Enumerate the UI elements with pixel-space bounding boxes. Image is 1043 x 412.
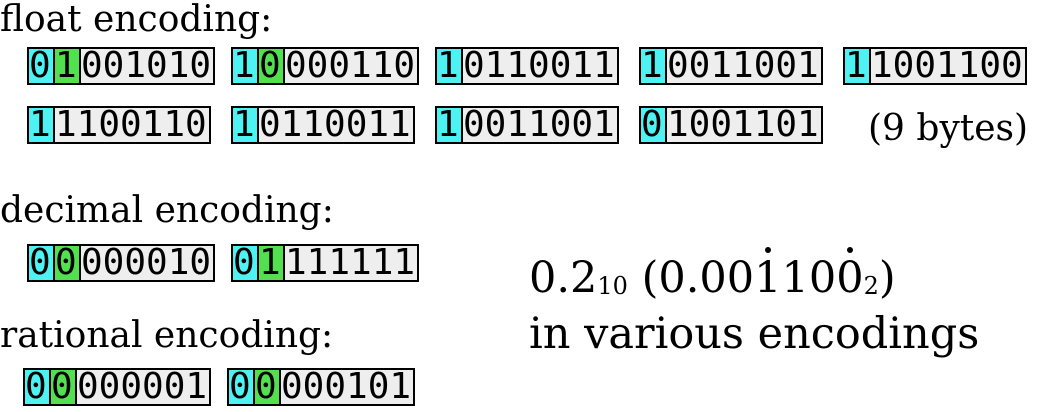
rational-encoding-heading: rational encoding: (0, 315, 334, 356)
rational-byte-2-data-bits: 000101 (279, 368, 415, 406)
decimal-byte-1-data-bits: 000010 (79, 244, 215, 282)
float-row1-byte-3-data-bits: 0110011 (461, 47, 619, 85)
rational-byte-2-sign-bits: 0 (227, 368, 255, 406)
rational-byte-1-flag-bits: 0 (49, 368, 77, 406)
float-row2-byte-2-data-bits: 0110011 (257, 106, 415, 144)
decimal-byte-1-sign-bits: 0 (27, 244, 55, 282)
caption-line-1: 0.210 (0.0011002) (529, 247, 979, 310)
repeat-start-digit: 1 (754, 247, 782, 303)
float-row1-byte-1-sign-bits: 0 (27, 47, 55, 85)
float-row1-byte-2-flag-bits: 0 (257, 47, 285, 85)
caption-base-2: 2 (863, 272, 879, 300)
rational-byte-1-data-bits: 000001 (75, 368, 211, 406)
float-row2-byte-4-sign-bits: 0 (639, 106, 667, 144)
float-size-note: (9 bytes) (868, 108, 1029, 149)
caption-value: 0.2 (529, 253, 598, 303)
decimal-encoding-heading: decimal encoding: (0, 190, 334, 231)
decimal-byte-2-flag-bits: 1 (257, 244, 285, 282)
float-row2-byte-3-data-bits: 0011001 (461, 106, 619, 144)
float-row1-byte-4-data-bits: 0011001 (665, 47, 823, 85)
caption-binary-middle: 10 (781, 253, 837, 303)
repeat-end-digit: 0 (836, 247, 864, 303)
float-row1-byte-3-sign-bits: 1 (435, 47, 463, 85)
caption: 0.210 (0.0011002) in various encodings (529, 247, 980, 359)
caption-binary-close: ) (878, 253, 896, 303)
decimal-byte-2-sign-bits: 0 (231, 244, 259, 282)
float-row1-byte-2-data-bits: 000110 (283, 47, 419, 85)
float-row2-byte-1-data-bits: 1100110 (53, 106, 211, 144)
float-row2-byte-3-sign-bits: 1 (435, 106, 463, 144)
float-row1-byte-1-flag-bits: 1 (53, 47, 81, 85)
float-row1-byte-2-sign-bits: 1 (231, 47, 259, 85)
float-row2-byte-4-data-bits: 1001101 (665, 106, 823, 144)
caption-line-2: in various encodings (529, 309, 980, 359)
caption-base-10: 10 (597, 272, 628, 300)
float-row2-byte-1-sign-bits: 1 (27, 106, 55, 144)
float-row2-byte-2-sign-bits: 1 (231, 106, 259, 144)
rational-byte-2-flag-bits: 0 (253, 368, 281, 406)
decimal-byte-1-flag-bits: 0 (53, 244, 81, 282)
float-row1-byte-4-sign-bits: 1 (639, 47, 667, 85)
rational-byte-1-sign-bits: 0 (23, 368, 51, 406)
float-encoding-heading: float encoding: (0, 0, 273, 40)
float-row1-byte-5-data-bits: 1001100 (869, 47, 1027, 85)
caption-binary-open: (0.00 (627, 253, 755, 303)
float-row1-byte-1-data-bits: 001010 (79, 47, 215, 85)
float-row1-byte-5-sign-bits: 1 (843, 47, 871, 85)
decimal-byte-2-data-bits: 111111 (283, 244, 419, 282)
